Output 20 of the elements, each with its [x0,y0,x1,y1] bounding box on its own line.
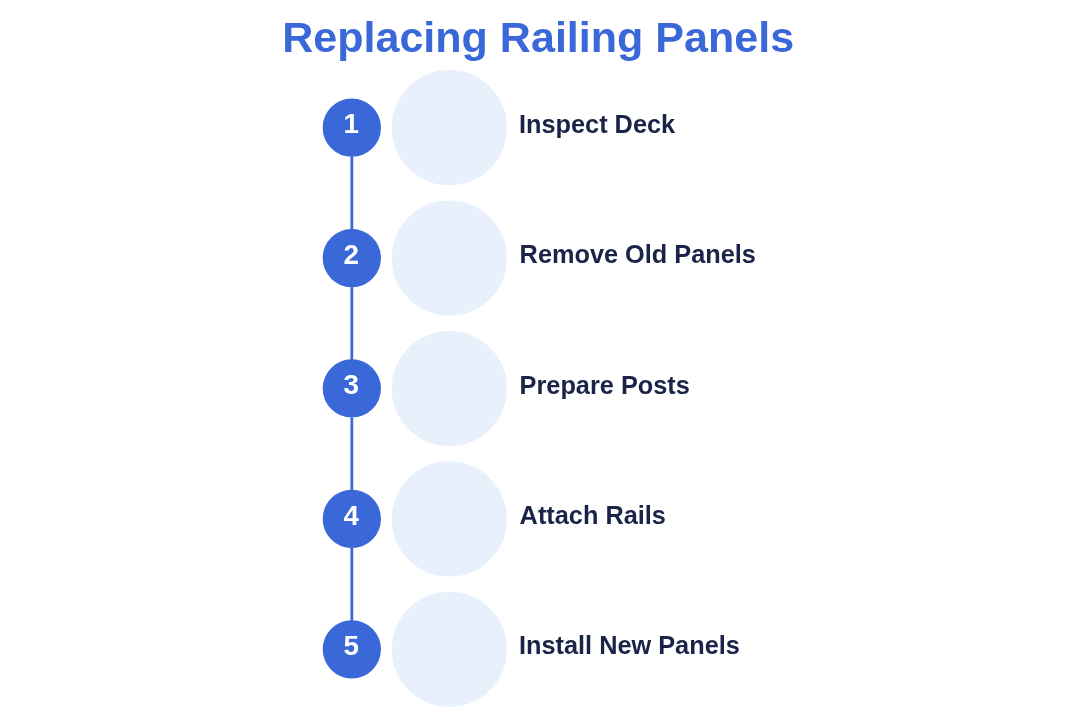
node-circle [391,330,507,447]
node-label: Attach Rails [519,500,666,529]
connector [349,547,353,621]
node-label: Inspect Deck [518,109,675,138]
node-circle [391,591,507,707]
connector [349,156,353,230]
connector [349,417,353,491]
node-label: Prepare Posts [519,370,690,399]
node-label: Install New Panels [518,631,740,660]
node-circle [391,461,507,577]
node-circle [391,200,507,316]
node-circle: 2 [322,228,381,288]
node-label: Remove Old Panels [519,240,756,269]
node-circle: 1 [322,98,381,157]
connector [349,287,353,360]
node-circle: 3 [322,359,381,418]
node-circle: 4 [322,489,381,549]
diagram-title: Replacing Railing Panels [281,12,794,61]
node-circle: 5 [322,620,381,679]
node-circle [391,70,507,186]
